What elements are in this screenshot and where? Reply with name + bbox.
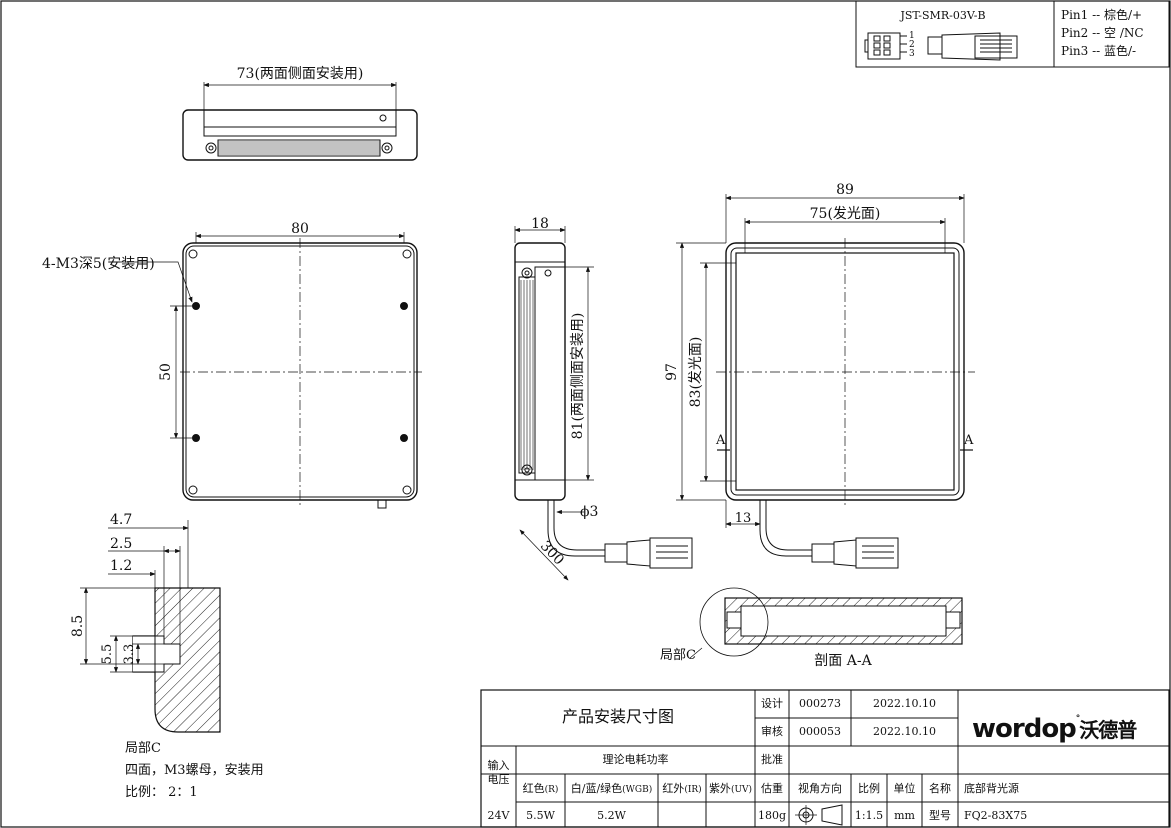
title-block-grid [480,689,1170,828]
right-cable-offset-label: 13 [735,511,752,526]
design-date: 2022.10.10 [873,697,936,710]
pin2-label: Pin2 -- 空 /NC [1061,26,1144,40]
weight-value: 180g [757,809,787,822]
scale-value: 1:1.5 [854,809,884,822]
brand-logo: wordop°沃德普 [972,714,1137,744]
top-width-label: 73(两面侧面安装用) [237,66,364,82]
pin-number-3: 3 [909,49,915,59]
right-outer-height-label: 97 [664,363,680,381]
design-id: 000273 [799,697,841,710]
red-power-value: 5.5W [526,809,555,822]
red-label: 红色(R) [522,782,559,795]
front-view [120,232,422,509]
detail-dim-4.7: 4.7 [110,512,132,528]
scale-label: 比例 [858,782,880,795]
pin-number-2: 2 [909,40,915,50]
pin-number-1: 1 [909,31,915,41]
side-depth-label: 18 [531,216,549,232]
right-emit-width-label: 75(发光面) [810,206,881,222]
name-label: 名称 [929,782,951,795]
section-title: 剖面 A-A [814,653,872,669]
voltage-value: 24V [487,809,510,822]
front-width-label: 80 [291,221,309,237]
right-outer-width-label: 89 [836,182,854,198]
input-voltage-label-2: 电压 [487,773,510,786]
view-dir-label: 视角方向 [798,782,842,795]
connector-icon [864,32,1018,61]
review-label: 审核 [761,725,783,738]
detail-dim-2.5: 2.5 [110,536,132,552]
section-detail-label: 局部C [660,648,696,663]
connector-box: JST-SMR-03V-B 1 2 3 Pin1 -- 棕色/+ Pin2 --… [855,0,1170,68]
power-label: 理论电耗功率 [602,753,669,766]
front-height-label: 50 [158,363,174,381]
review-id: 000053 [799,725,841,738]
connector-model: JST-SMR-03V-B [899,9,985,22]
detail-note-1: 局部C [125,741,161,756]
side-height-label: 81(两面侧面安装用) [570,313,586,440]
ir-label: 红外(IR) [662,782,702,795]
review-date: 2022.10.10 [873,725,936,738]
detail-note-3: 比例： 2：1 [125,785,198,800]
unit-label: 单位 [893,782,916,795]
section-mark-left: A [715,433,726,448]
weight-label: 估重 [761,782,783,795]
model-label: 型号 [929,809,951,822]
pin3-label: Pin3 -- 蓝色/- [1061,44,1136,58]
cable-diameter-label: ϕ3 [580,504,598,520]
section-view [689,587,963,659]
top-view [182,82,418,161]
detail-dim-1.2: 1.2 [110,558,132,574]
uv-label: 紫外(UV) [708,782,753,795]
detail-note-2: 四面，M3螺母，安装用 [125,763,264,778]
model-value: FQ2-83X75 [964,809,1028,822]
unit-value: mm [894,809,915,822]
wgb-label: 白/蓝/绿色(WGB) [570,782,653,795]
detail-dim-5.5: 5.5 [100,644,115,665]
approve-label: 批准 [761,753,783,766]
front-holes-label: 4-M3深5(安装用) [42,256,155,272]
detail-view [80,520,221,733]
right-emit-height-label: 83(发光面) [688,337,704,408]
name-value: 底部背光源 [964,782,1019,795]
detail-dim-8.5: 8.5 [70,615,86,637]
pin1-label: Pin1 -- 棕色/+ [1061,7,1142,22]
right-view [676,194,975,569]
section-mark-right: A [963,433,974,448]
side-view [514,226,693,581]
input-voltage-label-1: 输入 [487,759,510,772]
design-label: 设计 [761,697,783,710]
detail-dim-3.3: 3.3 [122,644,137,665]
cable-length-label: 300 [537,538,567,568]
wgb-power-value: 5.2W [597,809,626,822]
drawing-title: 产品安装尺寸图 [561,707,674,726]
